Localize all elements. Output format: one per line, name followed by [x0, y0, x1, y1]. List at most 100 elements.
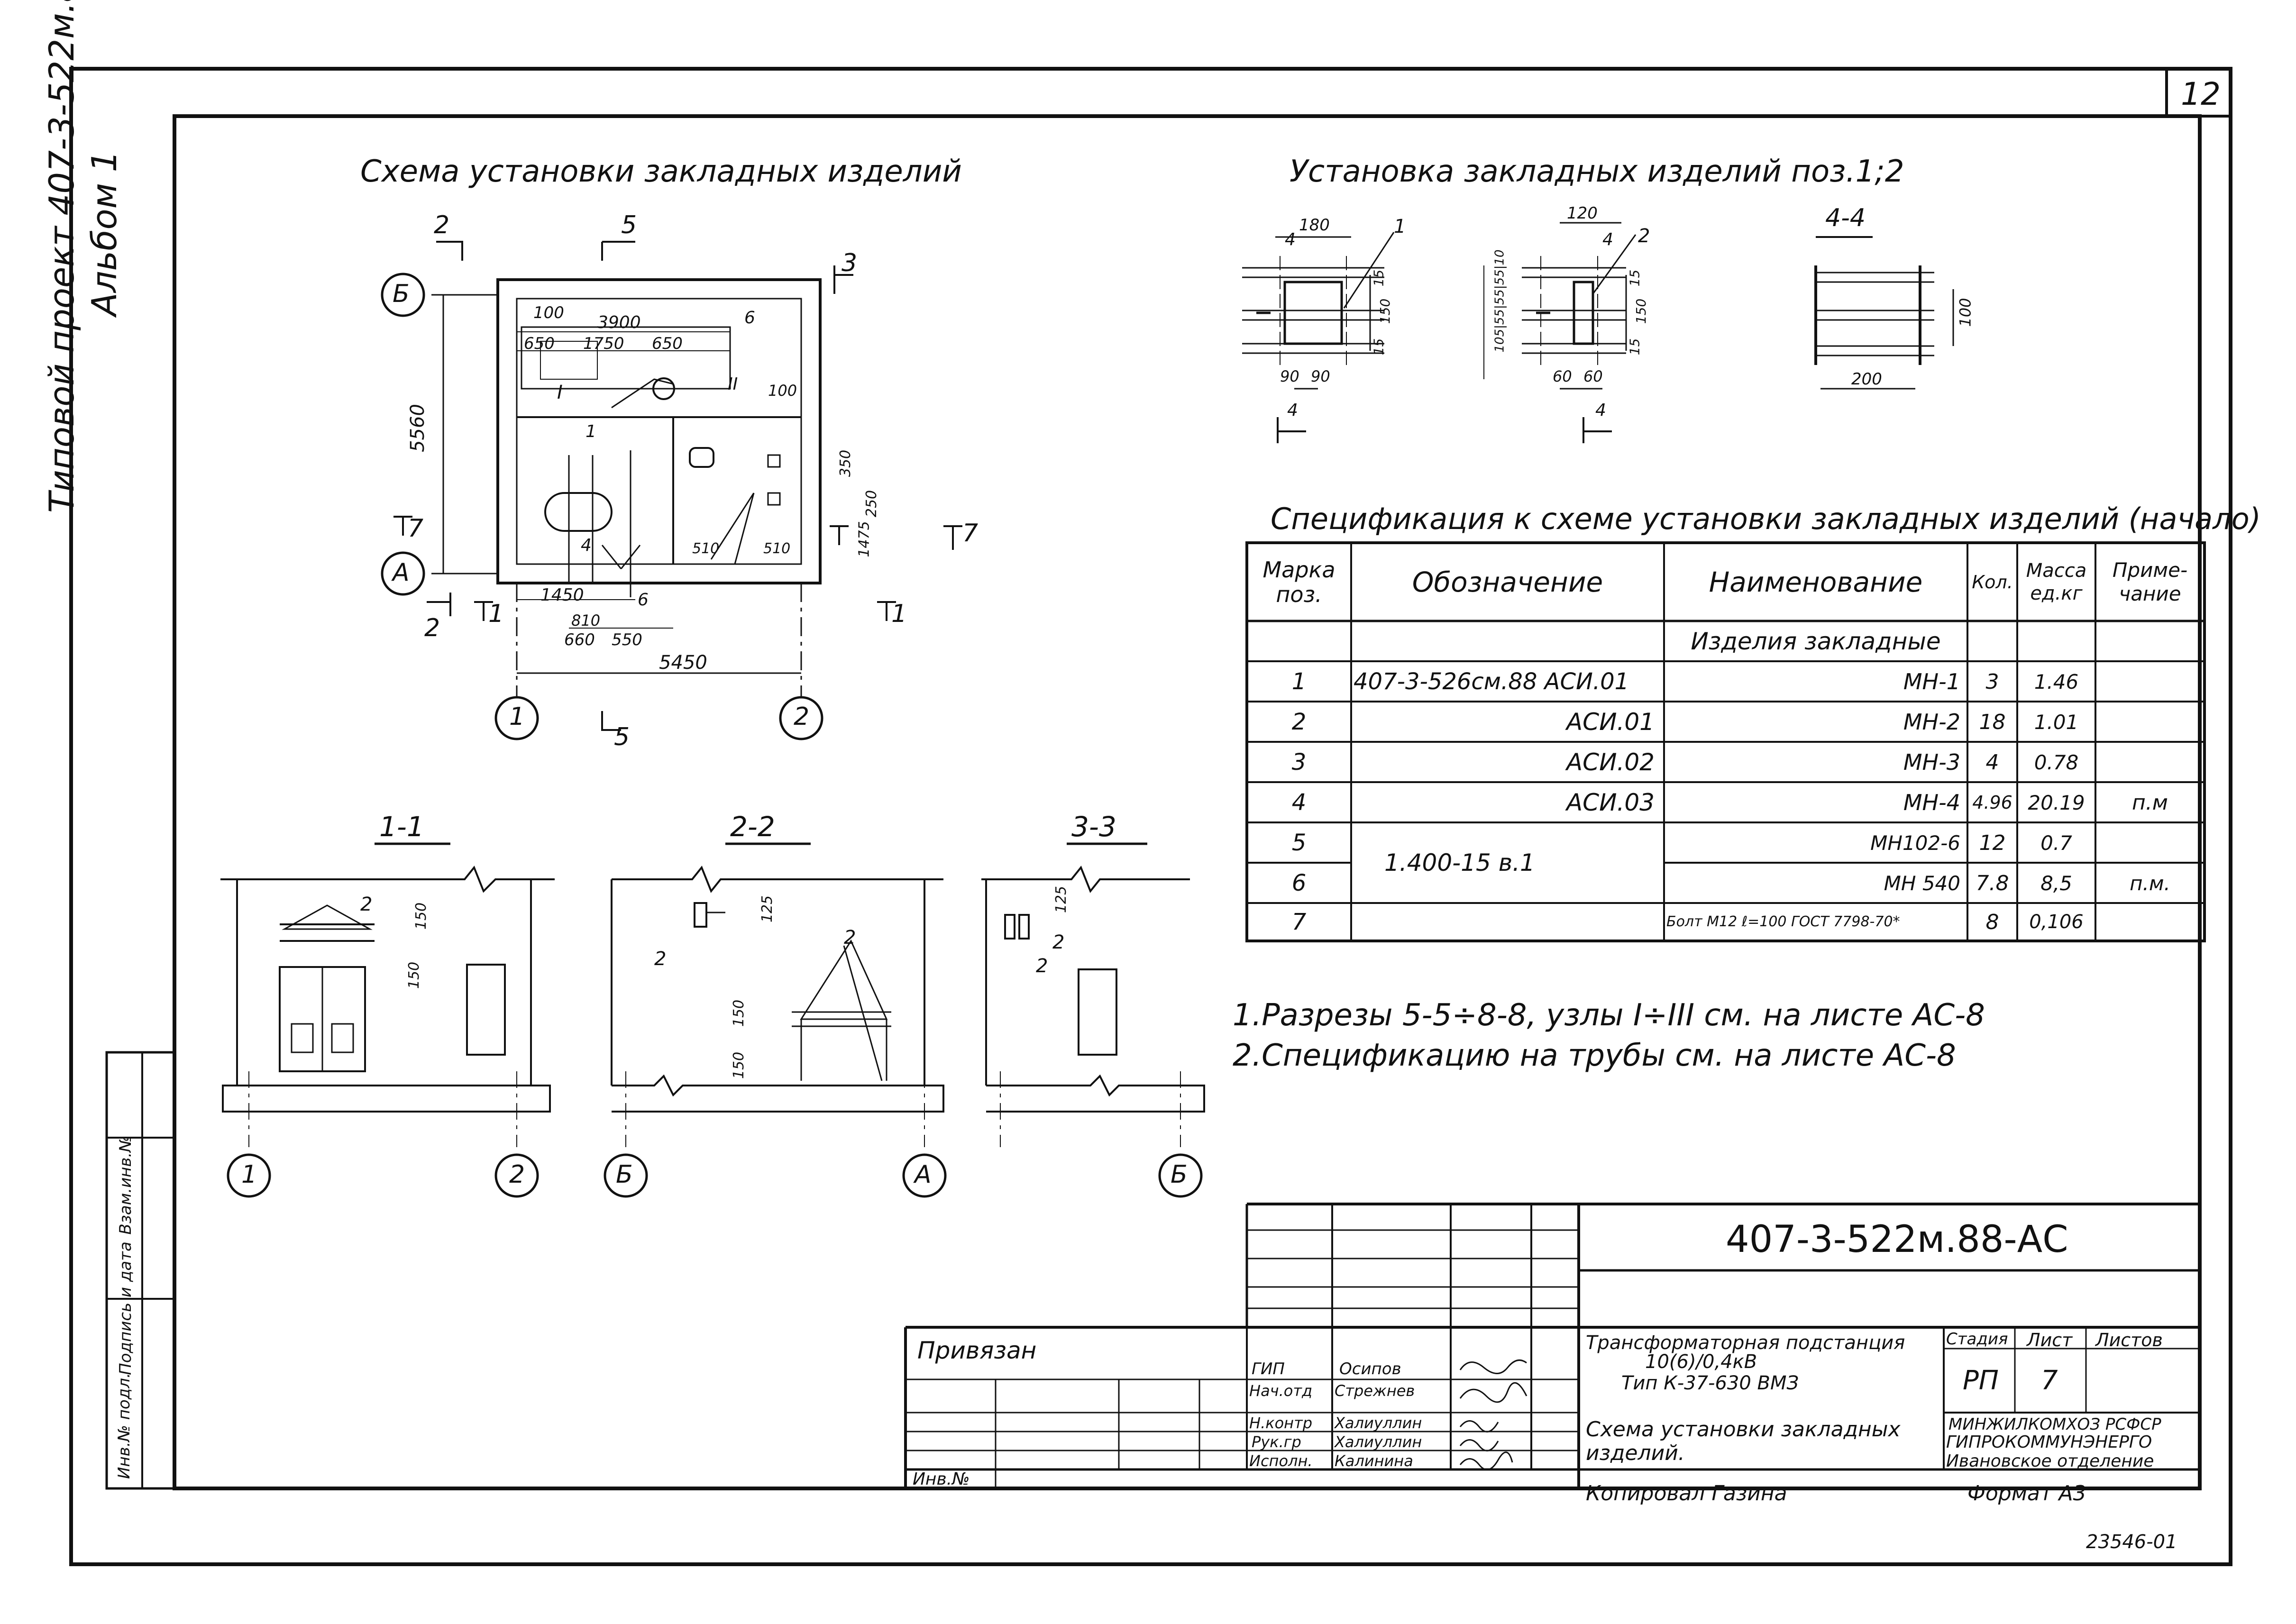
role-n-kontr: Н.контр [1249, 1414, 1313, 1432]
spec-row-2-mark: 2 [1291, 709, 1307, 735]
cut-4-4-title: 4-4 [1825, 204, 1866, 232]
inv-no-label: Инв.№ [913, 1469, 970, 1489]
spec-row-3-mark: 3 [1291, 749, 1307, 776]
spec-row-4-note: п.м [2132, 790, 2168, 815]
knot-I: I [557, 382, 563, 403]
spec-row-7-mass: 0,106 [2029, 911, 2084, 933]
install-d120: 120 [1567, 204, 1598, 223]
spec-row-5-qty: 12 [1979, 830, 2006, 855]
copied-by: Копировал Газина [1586, 1481, 1787, 1505]
spec-row-5-mark: 5 [1291, 830, 1307, 856]
spec-row-2-qty: 18 [1979, 710, 2006, 734]
section-3-3-title: 3-3 [1071, 811, 1116, 843]
spec-row-3-qty: 4 [1985, 750, 1999, 775]
role-ruk-gr: Рук.гр [1252, 1433, 1301, 1451]
install-details [1242, 222, 1954, 443]
spec-row-7-qty: 8 [1985, 910, 1999, 934]
install-d200: 200 [1851, 370, 1882, 389]
pos-4: 4 [581, 536, 592, 555]
org-line-1: МИНЖИЛКОМХОЗ РСФСР [1948, 1415, 2161, 1434]
cut-mark-2-top: 2 [434, 211, 450, 239]
section-axis-1 [227, 1153, 271, 1198]
spec-row-6-note: п.м. [2130, 871, 2170, 895]
install-d150b: 150 [1633, 298, 1649, 324]
section-axis-b2 [1158, 1153, 1203, 1198]
install-d15b: 15 [1371, 338, 1387, 356]
install-m4c: 4 [1595, 401, 1606, 420]
axis-label-b: Б [393, 280, 410, 308]
section-d150d: 150 [731, 1051, 748, 1079]
role-ispoln: Исполн. [1249, 1452, 1313, 1470]
sections [220, 842, 1205, 1198]
note-1: 1.Разрезы 5-5÷8-8, узлы I÷III см. на лис… [1233, 998, 1985, 1033]
spec-row-2-designation: АСИ.01 [1566, 708, 1655, 736]
install-title: Установка закладных изделий поз.1;2 [1290, 154, 1904, 189]
spec-row-5-mass: 0.7 [2040, 831, 2072, 855]
section-1-1-title: 1-1 [379, 811, 424, 843]
name-haliullin-1: Халиуллин [1335, 1414, 1422, 1432]
section-axis-label-2: 2 [509, 1160, 525, 1189]
install-d15a: 15 [1371, 269, 1387, 287]
spec-row-6-qty: 7.8 [1976, 871, 2009, 895]
dim-510a: 510 [692, 540, 720, 557]
spec-row-7-name: Болт М12 ℓ=100 ГОСТ 7798-70* [1666, 913, 1900, 930]
spec-header-designation: Обозначение [1412, 566, 1603, 598]
name-osipov: Осипов [1339, 1359, 1401, 1378]
knot-II: II [728, 374, 738, 394]
spec-row-3-designation: АСИ.02 [1566, 748, 1655, 776]
spec-header-note: Приме-чание [2112, 558, 2188, 605]
dim-100: 100 [533, 303, 564, 322]
section-d125a: 125 [759, 895, 776, 923]
spec-row-4-designation: АСИ.03 [1566, 789, 1655, 816]
spec-row-1-qty: 3 [1985, 669, 1999, 694]
outer-frame [69, 67, 2232, 1566]
install-d15c: 15 [1627, 269, 1643, 287]
name-strezhnev: Стрежнев [1335, 1382, 1415, 1400]
dim-3900: 3900 [597, 313, 641, 332]
install-d100: 100 [1956, 298, 1975, 327]
spec-row-1-designation: 407-3-526см.88 АСИ.01 [1354, 668, 1629, 695]
section-pos2a: 2 [360, 894, 373, 915]
sheets-label: Листов [2095, 1330, 2163, 1350]
spec-row-2-note [2098, 703, 2202, 741]
section-axis-label-b: Б [616, 1160, 633, 1189]
role-nach-otd: Нач.отд [1249, 1382, 1313, 1400]
spec-row-5-note [2098, 823, 2202, 862]
install-pos4: 4 [1602, 230, 1613, 249]
spec-row-1-mark: 1 [1291, 668, 1307, 695]
binding-stamp-frame [105, 1051, 176, 1490]
section-pos2e: 2 [1052, 931, 1065, 953]
project-line-2: 10(6)/0,4кВ [1645, 1351, 1757, 1373]
dim-100b: 100 [768, 382, 797, 400]
section-d150a: 150 [413, 902, 430, 930]
section-pos2b: 2 [654, 948, 667, 970]
dim-1475: 1475 [856, 521, 873, 557]
spec-row-2-mass: 1.01 [2034, 710, 2079, 734]
dim-660: 660 [564, 630, 595, 649]
spec-row-3-name: МН-3 [1903, 749, 1960, 775]
name-kalinina: Калинина [1335, 1452, 1413, 1470]
spec-row-5-name: МН102-6 [1870, 831, 1960, 855]
spec-row-6-mass: 8,5 [2040, 871, 2072, 895]
spec-row-7-mark: 7 [1291, 909, 1307, 935]
spec-row-4-qty: 4.96 [1972, 792, 2012, 813]
spec-group-row: Изделия закладные [1691, 628, 1941, 655]
spec-row-7-designation [1354, 904, 1662, 940]
axis-label-2: 2 [794, 703, 810, 731]
sheet-title-line-1: Схема установки закладных [1586, 1417, 1901, 1442]
spec-row-4-mass: 20.19 [2028, 791, 2085, 814]
section-2-2-title: 2-2 [730, 811, 775, 843]
spec-row-6-mark: 6 [1291, 870, 1307, 896]
org-line-2: ГИПРОКОММУНЭНЕРГО [1946, 1432, 2152, 1452]
cut-mark-7-right: 7 [962, 519, 979, 547]
dim-1750: 1750 [583, 334, 624, 353]
spec-row-1-mass: 1.46 [2034, 670, 2079, 693]
cut-mark-5-top: 5 [621, 211, 637, 239]
document-code: 407-3-522м.88-АС [1726, 1218, 2068, 1261]
project-line-1: Трансформаторная подстанция [1586, 1332, 1905, 1354]
dim-250: 250 [863, 490, 880, 518]
plan-drawing [381, 241, 962, 740]
axis-bubble-a [381, 551, 425, 596]
note-2: 2.Спецификацию на трубы см. на листе АС-… [1233, 1038, 1956, 1073]
